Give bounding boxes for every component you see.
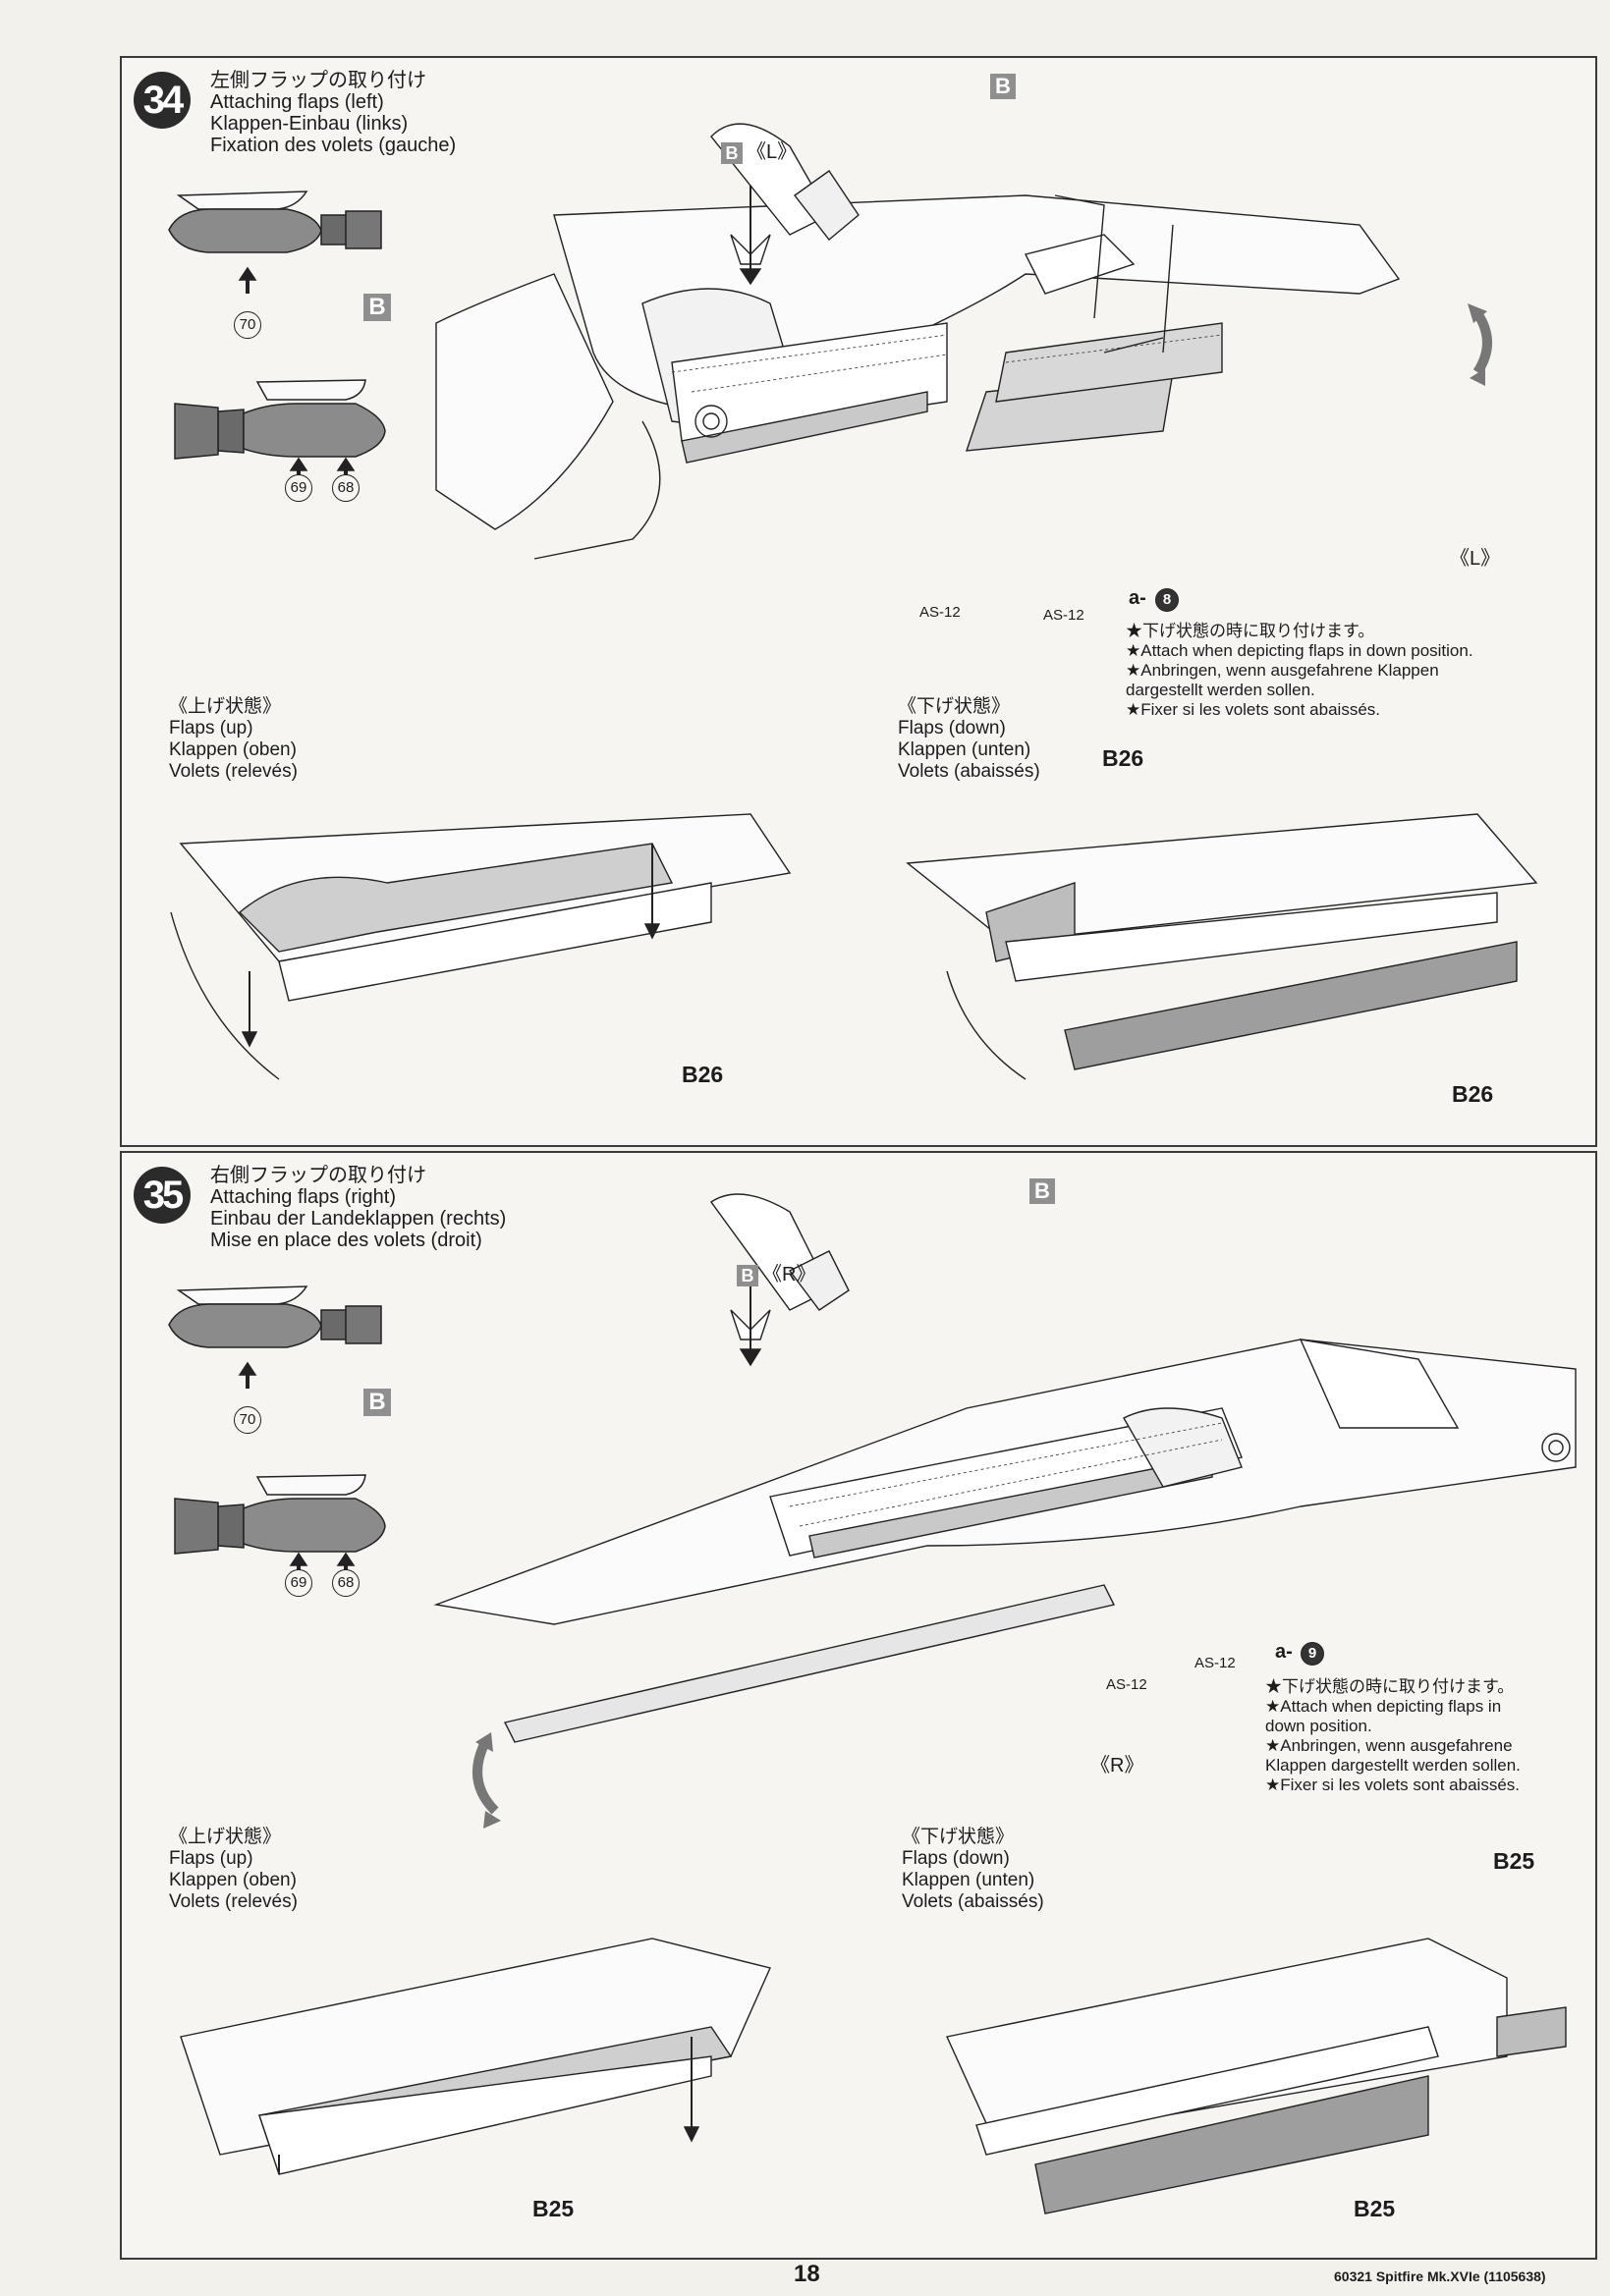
side-label: 《R》 — [1090, 1755, 1144, 1777]
part-number-68: 68 — [332, 1569, 360, 1597]
title-en: Attaching flaps (right) — [210, 1186, 396, 1208]
wing-assembly-illustration — [435, 123, 1492, 560]
side-label: 《L》 — [1450, 548, 1501, 570]
step-35-panel: 35 右側フラップの取り付け Attaching flaps (right) E… — [120, 1151, 1597, 2260]
screw-label-2: AS-12 — [1043, 607, 1084, 624]
flaps-up-label: 《上げ状態》 Flaps (up) Klappen (oben) Volets … — [169, 696, 298, 782]
part-number-68: 68 — [332, 474, 360, 502]
flaps-down-illustration — [906, 813, 1538, 1080]
screw-label-1: AS-12 — [919, 604, 961, 621]
flaps-up-part: B26 — [682, 1062, 724, 1087]
title-fr: Mise en place des volets (droit) — [210, 1230, 482, 1251]
callout-side-tag: 《L》 — [747, 141, 798, 163]
down-position-note: ★下げ状態の時に取り付けます。 ★Attach when depicting f… — [1265, 1677, 1521, 1794]
callout-part-letter-side: B — [721, 142, 743, 164]
title-jp: 右側フラップの取り付け — [210, 1165, 426, 1186]
flaps-down-part-bottom: B25 — [1354, 2196, 1396, 2221]
callout-side-tag: 《R》 — [762, 1264, 816, 1285]
step-number: 35 — [134, 1167, 191, 1224]
paint-code-letter: a- — [1129, 587, 1146, 609]
flaps-down-part-top: B25 — [1493, 1848, 1535, 1874]
paint-code-number: 8 — [1155, 588, 1179, 612]
flaps-down-illustration — [945, 1938, 1567, 2214]
title-jp: 左側フラップの取り付け — [210, 70, 426, 91]
title-fr: Fixation des volets (gauche) — [210, 135, 457, 156]
part-number-70: 70 — [234, 1406, 261, 1434]
title-en: Attaching flaps (left) — [210, 91, 384, 113]
flaps-up-illustration — [170, 813, 792, 1080]
flaps-up-illustration — [180, 1938, 771, 2175]
screw-label-1: AS-12 — [1106, 1676, 1147, 1693]
flaps-down-label: 《下げ状態》 Flaps (down) Klappen (unten) Vole… — [898, 696, 1040, 782]
flaps-down-part-top: B26 — [1102, 745, 1144, 771]
sprue-letter-box: B — [363, 1389, 391, 1416]
step-title: 右側フラップの取り付け Attaching flaps (right) Einb… — [210, 1165, 506, 1251]
part-number-69: 69 — [285, 1569, 312, 1597]
flaps-up-part: B25 — [532, 2196, 575, 2221]
screw-label-2: AS-12 — [1194, 1655, 1236, 1671]
footer-code: 60321 Spitfire Mk.XVIe (1105638) — [1334, 2269, 1546, 2284]
step-34-panel: 34 左側フラップの取り付け Attaching flaps (left) Kl… — [120, 56, 1597, 1147]
wing-assembly-illustration — [433, 1193, 1577, 1829]
step-number: 34 — [134, 72, 191, 129]
paint-code-number: 9 — [1301, 1642, 1324, 1666]
down-position-note: ★下げ状態の時に取り付けます。 ★Attach when depicting f… — [1126, 622, 1473, 719]
title-de: Einbau der Landeklappen (rechts) — [210, 1208, 507, 1230]
title-de: Klappen-Einbau (links) — [210, 113, 409, 135]
sprue-letter-box: B — [363, 294, 391, 321]
step-title: 左側フラップの取り付け Attaching flaps (left) Klapp… — [210, 70, 456, 156]
part-number-70: 70 — [234, 311, 261, 339]
page-number: 18 — [794, 2261, 820, 2287]
flaps-up-label: 《上げ状態》 Flaps (up) Klappen (oben) Volets … — [169, 1827, 298, 1912]
part-number-69: 69 — [285, 474, 312, 502]
callout-part-letter-top: B — [990, 74, 1016, 99]
bomb-parts-illustration — [168, 191, 386, 480]
callout-part-letter-side: B — [737, 1265, 758, 1286]
bomb-parts-illustration — [168, 1285, 386, 1575]
flaps-down-part-bottom: B26 — [1452, 1081, 1494, 1107]
paint-code-letter: a- — [1275, 1641, 1293, 1663]
callout-part-letter-top: B — [1029, 1178, 1055, 1204]
flaps-down-label: 《下げ状態》 Flaps (down) Klappen (unten) Vole… — [902, 1827, 1044, 1912]
